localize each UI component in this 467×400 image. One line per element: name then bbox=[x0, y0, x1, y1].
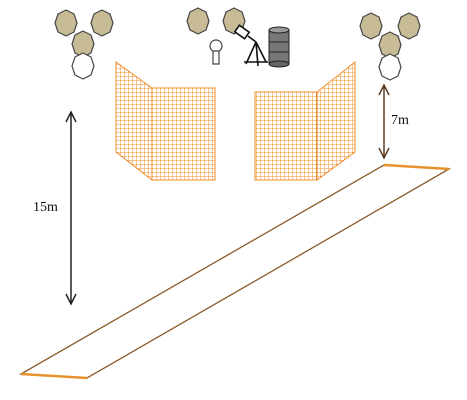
fence-right bbox=[254, 60, 356, 181]
fence-panel bbox=[254, 91, 318, 181]
distance-label-15m: 15m bbox=[33, 200, 58, 216]
dimension-arrow-7m bbox=[378, 83, 390, 160]
tree-icon bbox=[71, 30, 95, 58]
tree-icon bbox=[378, 53, 402, 81]
strip-outline bbox=[18, 164, 452, 379]
center-objects bbox=[186, 7, 290, 68]
fence-panel bbox=[151, 87, 216, 181]
keyhole-icon bbox=[209, 39, 223, 65]
tree-cluster-right bbox=[359, 12, 421, 81]
tree-cluster-left bbox=[54, 9, 114, 80]
tree-icon bbox=[186, 7, 210, 35]
fence-panel bbox=[316, 60, 356, 181]
fence-panel bbox=[115, 61, 153, 182]
measuring-strip bbox=[18, 163, 452, 380]
tree-icon bbox=[397, 12, 421, 40]
tree-icon bbox=[359, 12, 383, 40]
tree-icon bbox=[378, 31, 402, 59]
dimension-arrow-15m bbox=[65, 110, 77, 306]
strip-end-near bbox=[20, 372, 88, 380]
barrel-icon bbox=[268, 26, 290, 68]
distance-label-7m: 7m bbox=[391, 113, 409, 129]
tree-icon bbox=[54, 9, 78, 37]
fence-left bbox=[115, 61, 216, 182]
tripod-icon bbox=[233, 24, 268, 67]
strip-end-far bbox=[383, 163, 450, 171]
tree-icon bbox=[90, 9, 114, 37]
tree-icon bbox=[71, 52, 95, 80]
